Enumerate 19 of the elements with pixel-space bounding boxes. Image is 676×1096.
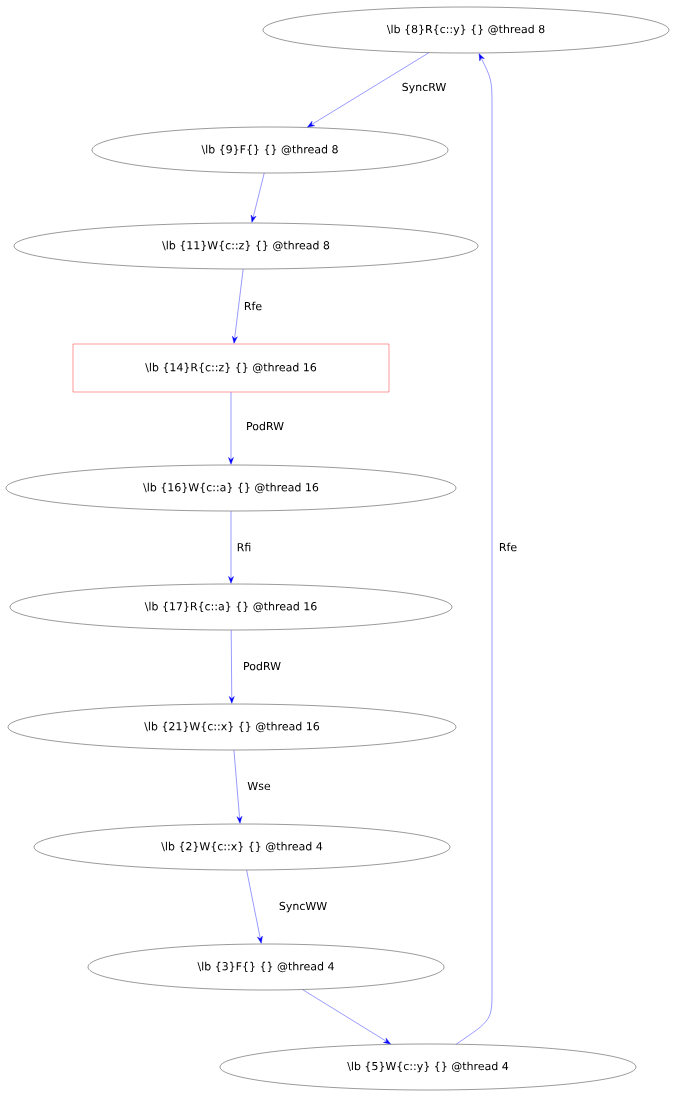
edge-label: Rfe <box>242 300 264 312</box>
edge-label: Rfe <box>497 541 519 553</box>
arrow <box>233 750 243 824</box>
arrow <box>307 52 429 128</box>
arrow <box>302 989 391 1045</box>
event-box: \lb {14}R{c::z} {} @thread 16 <box>72 343 390 393</box>
arrow <box>228 392 234 465</box>
edge-label: Rfi <box>235 541 253 553</box>
arrow <box>228 511 234 584</box>
edge-label: PodRW <box>242 660 282 672</box>
edge-label: SyncRW <box>400 81 448 95</box>
arrow <box>246 870 263 944</box>
edge-label: SyncWW <box>277 900 329 914</box>
arrow <box>250 173 265 223</box>
edge-label: Wse <box>246 780 272 792</box>
arrow <box>229 630 235 704</box>
arrow <box>232 269 244 344</box>
edge-label: PodRW <box>245 420 285 432</box>
arrow <box>456 53 493 1045</box>
